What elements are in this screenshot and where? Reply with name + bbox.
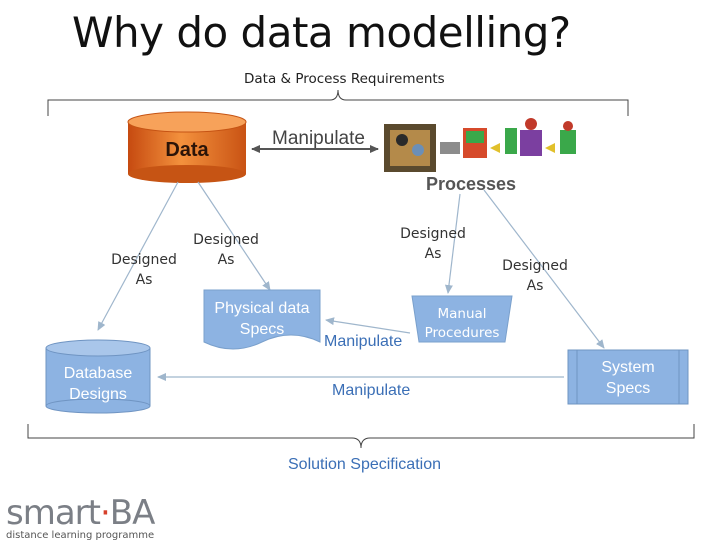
manual-procedures-shape <box>411 295 513 343</box>
manipulate-top-label: Manipulate <box>272 128 365 149</box>
designed-as-label-4: Designed As <box>502 258 568 294</box>
logo-tagline: distance learning programme <box>6 530 155 541</box>
system-specs-shape <box>567 349 689 405</box>
page-title: Why do data modelling? <box>72 8 571 57</box>
manual-procedures-label: Manual Procedures <box>424 306 500 341</box>
processes-illustration <box>384 118 576 172</box>
designed-as-label-2: Designed As <box>193 232 259 268</box>
processes-label: Processes <box>426 174 517 194</box>
data-cylinder <box>127 111 247 183</box>
arrow-processes-to-manual <box>444 193 461 294</box>
arrow-data-to-database <box>97 181 179 331</box>
logo-smart: smart <box>6 493 101 533</box>
bottom-brace <box>27 424 695 449</box>
arrow-data-to-physical <box>197 181 271 291</box>
designed-as-label-1: Designed As <box>111 252 177 288</box>
solution-specification-label: Solution Specification <box>288 456 441 473</box>
system-specs-label: System Specs <box>601 359 655 397</box>
physical-data-specs-label: Physical data Specs <box>214 300 310 338</box>
top-requirements-label: Data & Process Requirements <box>244 71 445 87</box>
logo-dot: · <box>99 493 111 533</box>
designed-as-label-3: Designed As <box>400 226 466 262</box>
manipulate-mid-label: Manipulate <box>324 333 403 350</box>
manipulate-bottom-label: Manipulate <box>332 382 411 399</box>
data-label: Data <box>165 139 209 161</box>
smartba-logo: smart·BA distance learning programme <box>6 493 156 542</box>
arrow-processes-to-system <box>483 189 605 349</box>
database-designs-label: Database Designs <box>63 365 133 403</box>
physical-data-specs-shape <box>203 289 321 350</box>
top-brace <box>47 89 629 116</box>
database-designs-shape <box>45 339 151 414</box>
logo-wordmark: smart·BA <box>6 493 156 533</box>
manipulate-mid-arrow <box>325 317 411 334</box>
logo-ba: BA <box>109 493 156 533</box>
